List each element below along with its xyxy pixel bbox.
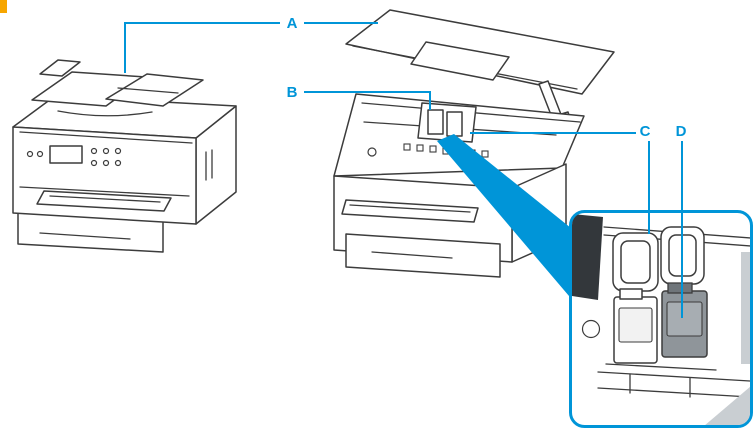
panel-button (36, 150, 44, 158)
panel-button (90, 159, 98, 167)
interior-hole (403, 143, 411, 151)
cassette-handle (39, 232, 131, 240)
ink-cartridge-color-tab (619, 288, 643, 300)
document-tray-line (117, 87, 179, 94)
panel-button (114, 147, 122, 155)
interior-dark-wall (572, 214, 603, 300)
output-tray-line (349, 204, 471, 213)
ink-cartridge-black-tab (667, 282, 693, 294)
carriage-base-line (597, 371, 750, 382)
interior-hole (481, 150, 489, 158)
callout-label-c: C (640, 123, 651, 140)
printer-closed-illustration (12, 59, 237, 253)
adf-guide-arm (39, 59, 81, 77)
document-output-slot (57, 110, 153, 117)
callout-line-b (304, 91, 431, 110)
printer-open-illustration (333, 9, 615, 278)
callouts: A B C D (124, 15, 687, 318)
panel-button (114, 159, 122, 167)
output-tray-extended (341, 199, 479, 223)
panel-button (26, 150, 34, 158)
corner-gray-shape (704, 386, 750, 425)
callout-label-d: D (676, 123, 687, 140)
callout-line-a-left (124, 22, 280, 73)
side-gray-band (741, 252, 750, 364)
panel-button (102, 159, 110, 167)
inset-closeup (569, 210, 753, 428)
page-corner-mark (0, 0, 7, 13)
callout-label-a: A (287, 15, 298, 32)
ink-cartridge-in-holder-left (427, 109, 444, 135)
callout-label-b: B (287, 84, 298, 101)
platen-pad (410, 41, 510, 81)
interior-hole (416, 144, 424, 152)
inset-content (572, 214, 750, 425)
scanner-lid-seam (19, 131, 193, 144)
ink-cartridge-black-label (666, 301, 703, 337)
interior-roller (367, 147, 377, 157)
panel-button (102, 147, 110, 155)
output-tray-line (49, 195, 161, 203)
paper-output-slot (19, 186, 190, 197)
interior-hole (429, 145, 437, 153)
ink-cartridge-color-label (618, 307, 653, 343)
paper-output-tray (36, 190, 172, 212)
roller (581, 319, 601, 339)
document-tray (105, 73, 204, 107)
ink-cartridge-in-holder-right (446, 111, 463, 137)
zoom-wedge (437, 134, 607, 296)
carriage-base-line (597, 387, 750, 398)
cartridge-cover-window-left (620, 240, 651, 284)
carriage-front-edge (605, 363, 717, 371)
cassette-handle (371, 251, 453, 259)
lcd-display (49, 145, 83, 164)
panel-button (90, 147, 98, 155)
